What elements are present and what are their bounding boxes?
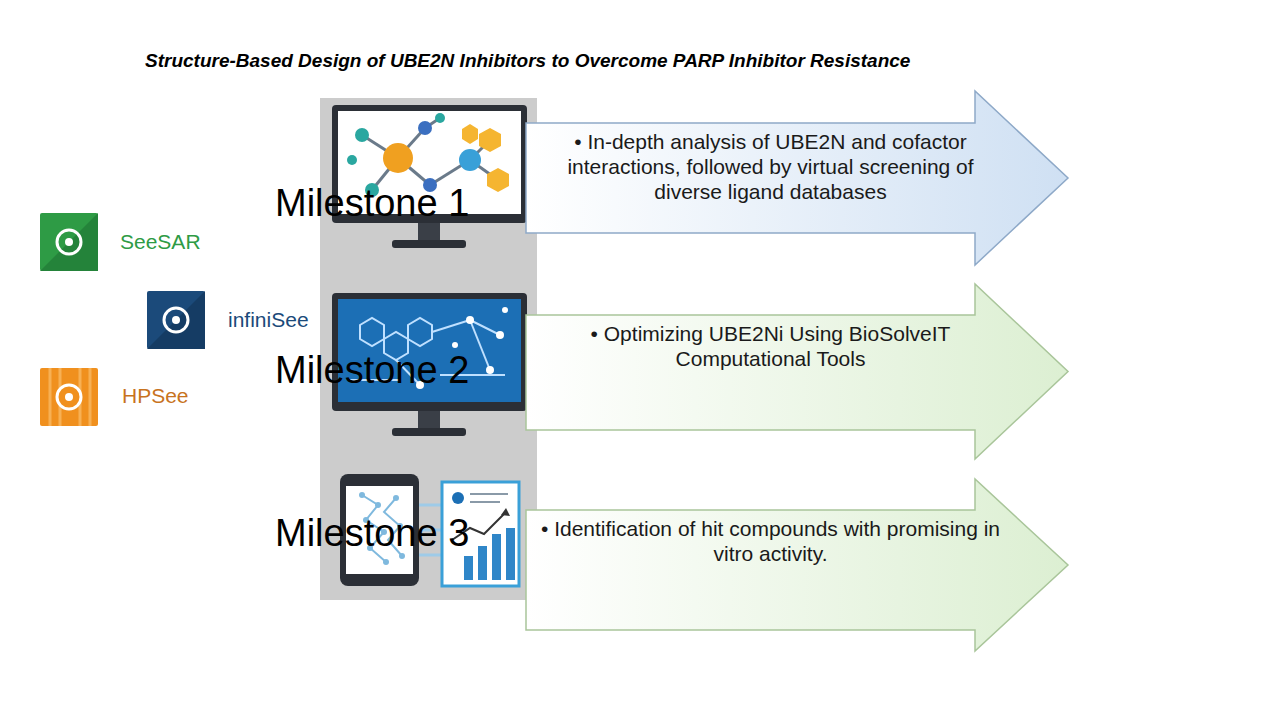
milestone-label: Milestone 2 bbox=[275, 349, 469, 393]
monitor-network bbox=[466, 316, 474, 324]
infinisee-logo bbox=[147, 291, 205, 349]
monitor-molecule bbox=[418, 121, 432, 135]
monitor-network bbox=[502, 307, 508, 313]
monitor-molecule bbox=[479, 128, 501, 152]
hpsee-logo bbox=[50, 368, 90, 426]
milestone-description: • Optimizing UBE2Ni Using BioSolveIT Com… bbox=[533, 321, 1008, 371]
tool-name: HPSee bbox=[122, 384, 189, 408]
monitor-network bbox=[486, 366, 494, 374]
tablet-chart bbox=[470, 501, 500, 503]
tablet-chart bbox=[492, 534, 501, 580]
monitor-network bbox=[408, 318, 432, 346]
hpsee-logo bbox=[89, 368, 92, 426]
seesar-logo bbox=[40, 213, 98, 271]
seesar-logo bbox=[57, 230, 81, 254]
monitor-network bbox=[418, 411, 440, 429]
seesar-logo bbox=[65, 238, 73, 246]
monitor-molecule bbox=[332, 105, 527, 248]
milestone-description: • In-depth analysis of UBE2N and cofacto… bbox=[533, 129, 1008, 205]
tablet-chart bbox=[359, 492, 365, 498]
tablet-chart bbox=[375, 502, 381, 508]
hpsee-logo bbox=[49, 368, 52, 426]
milestone-label: Milestone 1 bbox=[275, 182, 469, 226]
arrow-outline bbox=[526, 284, 1068, 459]
tablet-chart bbox=[464, 556, 473, 580]
milestone-description: • Identification of hit compounds with p… bbox=[533, 516, 1008, 566]
infinisee-logo bbox=[147, 291, 205, 349]
arrow-outline bbox=[526, 91, 1068, 265]
monitor-network bbox=[360, 318, 384, 346]
tablet-chart bbox=[501, 508, 510, 516]
monitor-molecule bbox=[383, 143, 413, 173]
tablet-chart bbox=[452, 492, 464, 504]
monitor-molecule bbox=[418, 223, 440, 241]
seesar-logo bbox=[40, 213, 98, 271]
tablet-chart bbox=[383, 559, 389, 565]
tablet-chart bbox=[506, 528, 515, 580]
tablet-chart bbox=[478, 546, 487, 580]
monitor-network bbox=[496, 331, 504, 339]
hpsee-logo bbox=[57, 385, 81, 409]
monitor-molecule bbox=[355, 128, 369, 142]
monitor-molecule bbox=[392, 240, 466, 248]
hpsee-logo bbox=[40, 368, 98, 426]
infinisee-logo bbox=[147, 291, 205, 349]
monitor-molecule bbox=[435, 113, 445, 123]
milestone-arrow: • Optimizing UBE2Ni Using BioSolveIT Com… bbox=[525, 283, 1070, 460]
hpsee-logo bbox=[65, 393, 73, 401]
tool-name: infiniSee bbox=[228, 308, 309, 332]
monitor-network bbox=[470, 320, 490, 370]
tablet-chart bbox=[393, 495, 399, 501]
infinisee-logo bbox=[164, 308, 188, 332]
milestone-arrow: • Identification of hit compounds with p… bbox=[525, 478, 1070, 652]
monitor-molecule bbox=[487, 168, 509, 192]
seesar-logo bbox=[40, 213, 98, 271]
milestone-label: Milestone 3 bbox=[275, 512, 469, 556]
tool-name: SeeSAR bbox=[120, 230, 201, 254]
arrow-text-holder: • Optimizing UBE2Ni Using BioSolveIT Com… bbox=[533, 321, 1008, 371]
monitor-molecule bbox=[462, 124, 478, 144]
arrow-shape bbox=[525, 283, 1070, 460]
monitor-network bbox=[392, 428, 466, 436]
infinisee-logo bbox=[172, 316, 180, 324]
tablet-chart bbox=[470, 494, 508, 502]
tablet-chart bbox=[470, 493, 508, 495]
monitor-network bbox=[452, 342, 458, 348]
title: Structure-Based Design of UBE2N Inhibito… bbox=[145, 50, 910, 72]
monitor-molecule bbox=[459, 149, 481, 171]
hpsee-logo bbox=[40, 368, 98, 426]
tablet-chart bbox=[464, 528, 515, 580]
arrow-outline bbox=[526, 479, 1068, 651]
monitor-network bbox=[432, 320, 470, 332]
arrow-text-holder: • In-depth analysis of UBE2N and cofacto… bbox=[533, 129, 1008, 205]
tablet-chart bbox=[419, 504, 442, 507]
milestone-arrow: • In-depth analysis of UBE2N and cofacto… bbox=[525, 90, 1070, 266]
arrow-text-holder: • Identification of hit compounds with p… bbox=[533, 516, 1008, 566]
monitor-molecule bbox=[347, 155, 357, 165]
